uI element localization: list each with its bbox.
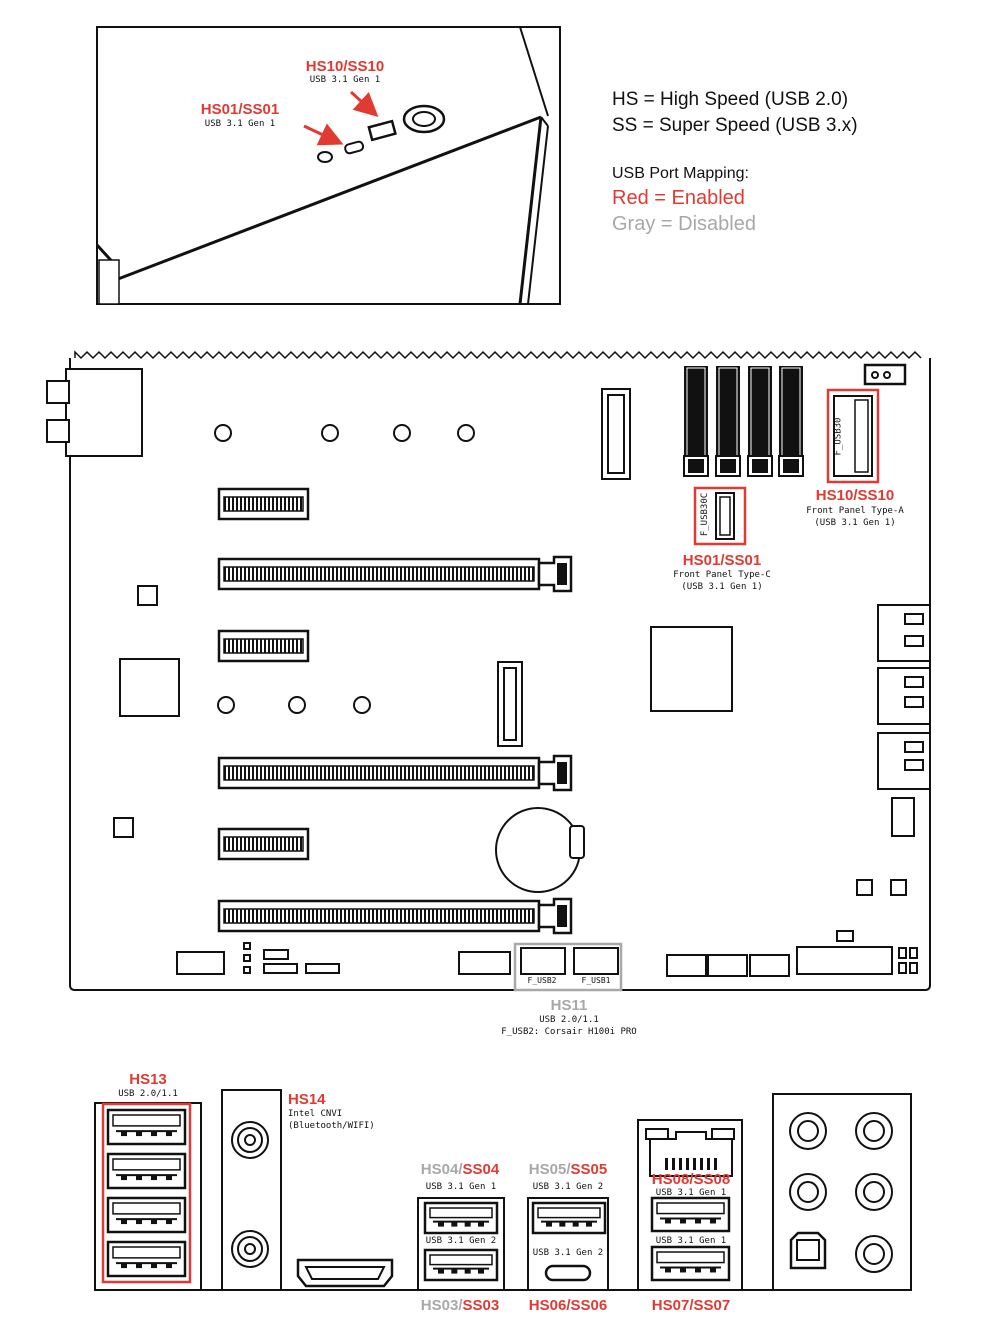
hs13-highlight	[101, 1102, 192, 1284]
io-hs13-desc: USB 2.0/1.1	[118, 1089, 178, 1099]
ethernet-pin	[700, 1158, 703, 1170]
board-hs01-desc2: (USB 3.1 Gen 1)	[681, 582, 763, 592]
io-hs03-hs: HS03/	[420, 1297, 463, 1314]
board-hs01-label: HS01/SS01	[682, 552, 762, 569]
usb-a-port	[423, 1201, 499, 1235]
io-hs06-label: HS06/SS06	[529, 1298, 607, 1313]
f-usb30c-header	[693, 486, 747, 546]
pcie-x16-slot	[217, 754, 573, 792]
io-hs13-label: HS13	[129, 1071, 167, 1088]
f-usb30-header-label: F_USB30	[833, 417, 844, 456]
wifi-antenna-connectors	[231, 1121, 269, 1268]
ethernet-pin	[665, 1158, 668, 1170]
io-hs08-desc: USB 3.1 Gen 1	[655, 1188, 727, 1198]
legend-mapping-title: USB Port Mapping:	[612, 165, 749, 182]
board-hs10-desc1: Front Panel Type-A	[806, 506, 904, 516]
case-hs10-label: HS10/SS10	[305, 58, 385, 75]
pcie-x16-slot	[217, 897, 573, 935]
case-hs10-desc: USB 3.1 Gen 1	[309, 75, 381, 85]
usb-a-port	[531, 1201, 607, 1235]
io-hs06-hs: HS06/	[528, 1297, 571, 1314]
board-hs11-desc2: F_USB2: Corsair H100i PRO	[501, 1027, 637, 1037]
io-hs08-label: HS08/SS08	[651, 1171, 731, 1188]
usb-a-port	[106, 1152, 187, 1190]
io-hs03-desc: USB 3.1 Gen 2	[425, 1236, 497, 1246]
io-hs03-ss: SS03	[462, 1297, 500, 1314]
usb-a-port	[106, 1196, 187, 1234]
pcie-x1-slot	[217, 827, 310, 861]
legend-gray-disabled: Gray = Disabled	[612, 213, 756, 235]
f-usb1-header-label: F_USB1	[581, 976, 611, 985]
io-hs03-label: HS03/SS03	[421, 1298, 499, 1313]
io-hs05-hs: HS05/	[528, 1161, 571, 1178]
audio-jacks	[789, 1112, 893, 1273]
bottom-headers	[176, 930, 918, 977]
motherboard-outline	[46, 350, 931, 991]
dimm-slots	[683, 366, 804, 477]
usb-a-port	[650, 1245, 731, 1282]
hdmi-port	[296, 1258, 394, 1288]
ethernet-pin	[693, 1158, 696, 1170]
io-hs07-label: HS07/SS07	[651, 1297, 731, 1314]
usb-a-port	[423, 1248, 499, 1282]
io-hs04-hs: HS04/	[420, 1161, 463, 1178]
pcie-x1-slot	[217, 487, 310, 521]
pcie-x1-slot	[217, 629, 310, 663]
misc-components	[113, 363, 931, 896]
usb-a-port	[650, 1196, 731, 1233]
arrow-hs01	[303, 123, 344, 146]
ethernet-port	[645, 1128, 735, 1177]
ethernet-pin	[714, 1158, 717, 1170]
ethernet-pin	[686, 1158, 689, 1170]
case-hs01-desc: USB 3.1 Gen 1	[204, 119, 276, 129]
io-hs06-ss: SS06	[570, 1297, 608, 1314]
case-audio-jack	[317, 151, 333, 163]
m2-slots	[497, 388, 631, 747]
f-usb2-header-label: F_USB2	[527, 976, 557, 985]
io-hs04-desc: USB 3.1 Gen 1	[425, 1182, 497, 1192]
io-hs07-desc: USB 3.1 Gen 1	[655, 1236, 727, 1246]
io-hs05-ss: SS05	[570, 1161, 608, 1178]
board-hs01-desc1: Front Panel Type-C	[673, 570, 771, 580]
f-usb30-header	[826, 388, 880, 484]
case-top-illustration	[95, 26, 561, 305]
dimm-slot	[715, 366, 741, 477]
case-hs01-label: HS01/SS01	[200, 101, 280, 118]
usb-a-port	[106, 1240, 187, 1278]
ethernet-pin	[672, 1158, 675, 1170]
pcie-slots	[217, 487, 573, 935]
io-hs14-label: HS14	[288, 1091, 326, 1108]
board-hs11-label: HS11	[550, 997, 588, 1014]
io-hs06-desc: USB 3.1 Gen 2	[532, 1248, 604, 1258]
io-hs14-desc2: (Bluetooth/WIFI)	[288, 1121, 375, 1131]
arrow-hs10	[349, 90, 379, 118]
f-usb30c-header-label: F_USB30C	[700, 492, 711, 537]
dimm-slot	[778, 366, 804, 477]
io-hs04-ss: SS04	[462, 1161, 500, 1178]
board-hs10-desc2: (USB 3.1 Gen 1)	[814, 518, 896, 528]
board-hs11-desc1: USB 2.0/1.1	[539, 1015, 599, 1025]
case-type-a-port	[367, 119, 397, 142]
type-c-port	[544, 1264, 592, 1282]
ethernet-pin	[707, 1158, 710, 1170]
io-hs04-label: HS04/SS04	[421, 1162, 499, 1177]
case-type-c-port	[344, 140, 365, 155]
dimm-slot	[683, 366, 709, 477]
usb-a-port	[106, 1108, 187, 1146]
io-hs14-desc1: Intel CNVI	[288, 1109, 343, 1119]
io-hs05-desc: USB 3.1 Gen 2	[532, 1182, 604, 1192]
pcie-x16-slot	[217, 555, 573, 593]
legend-ss-definition: SS = Super Speed (USB 3.x)	[612, 115, 858, 136]
legend-hs-definition: HS = High Speed (USB 2.0)	[612, 89, 849, 110]
usb2-headers	[513, 942, 623, 992]
ethernet-pin	[679, 1158, 682, 1170]
mounting-holes	[214, 424, 475, 714]
dimm-slot	[747, 366, 773, 477]
legend-red-enabled: Red = Enabled	[612, 187, 745, 209]
board-hs10-label: HS10/SS10	[815, 487, 895, 504]
rear-io-panel	[94, 1089, 912, 1291]
io-hs05-label: HS05/SS05	[529, 1162, 607, 1177]
